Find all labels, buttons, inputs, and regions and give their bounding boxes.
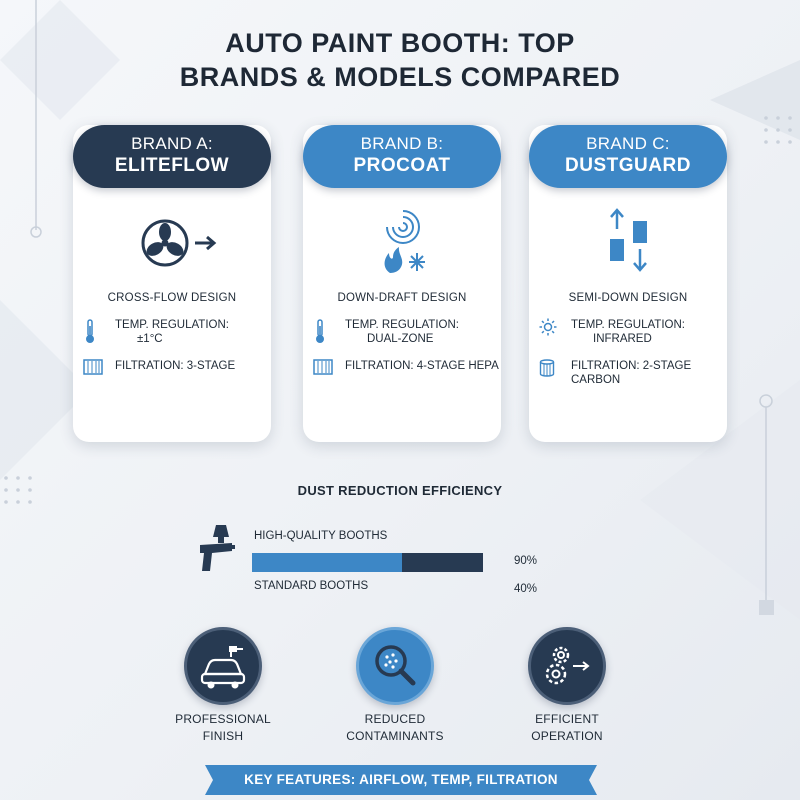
efficiency-title: DUST REDUCTION EFFICIENCY <box>297 483 503 498</box>
brand-card-procoat: BRAND B: PROCOAT DOWN-DRAFT DESIGN TEMP.… <box>303 125 501 442</box>
high-quality-value: 90% <box>514 555 538 567</box>
feature-line-1: EFFICIENT <box>535 712 599 726</box>
thermometer-icon <box>86 319 94 343</box>
temp-label: TEMP. REGULATION: <box>345 319 459 331</box>
brand-header: BRAND C: DUSTGUARD <box>529 125 727 188</box>
temp-label: TEMP. REGULATION: <box>571 319 685 331</box>
ribbon-banner-shape <box>205 765 597 795</box>
brand-label: BRAND A: <box>131 134 213 153</box>
standard-label: STANDARD BOOTHS <box>254 580 369 592</box>
model-name: ELITEFLOW <box>114 155 230 176</box>
filter-icon <box>83 359 103 375</box>
feature-line-2: FINISH <box>202 729 244 743</box>
key-features-ribbon: KEY FEATURES: AIRFLOW, TEMP, FILTRATION <box>205 765 597 795</box>
efficiency-bar-fill <box>252 553 403 572</box>
feature-line-1: PROFESSIONAL <box>175 712 271 726</box>
design-type: CROSS-FLOW DESIGN <box>107 292 237 304</box>
up-down-flow-icon <box>610 208 647 272</box>
temp-value: INFRARED <box>593 333 652 345</box>
filtration-text: FILTRATION: 4-STAGE HEPA <box>345 360 499 372</box>
filter-icon <box>313 359 333 375</box>
feature-label-professional-finish: PROFESSIONAL FINISH <box>153 711 293 745</box>
fan-airflow-icon <box>141 219 217 267</box>
swirl-flame-snowflake-icon <box>384 210 425 273</box>
feature-line-2: CONTAMINANTS <box>346 729 444 743</box>
model-name: DUSTGUARD <box>565 155 691 176</box>
feature-label-efficient-operation: EFFICIENT OPERATION <box>497 711 637 745</box>
temp-value: ±1°C <box>137 333 163 345</box>
brand-label: BRAND C: <box>586 134 670 153</box>
feature-line-1: REDUCED <box>364 712 426 726</box>
sun-icon <box>539 318 557 336</box>
temp-value: DUAL-ZONE <box>367 333 434 345</box>
feature-reduced-contaminants <box>356 627 434 705</box>
feature-line-2: OPERATION <box>531 729 603 743</box>
spray-gun-icon <box>200 525 235 571</box>
design-type: SEMI-DOWN DESIGN <box>568 292 688 304</box>
model-name: PROCOAT <box>353 155 451 176</box>
car-spray-icon <box>200 646 246 689</box>
efficiency-bar <box>252 553 483 572</box>
brand-card-dustguard: BRAND C: DUSTGUARD SEMI-DOWN DESIGN TEMP… <box>529 125 727 442</box>
brand-card-eliteflow: BRAND A: ELITEFLOW CROSS-FLOW DESIGN TEM… <box>73 125 271 442</box>
magnifier-particles-icon <box>375 645 416 686</box>
feature-label-reduced-contaminants: REDUCED CONTAMINANTS <box>325 711 465 745</box>
title-line-2: BRANDS & MODELS COMPARED <box>179 62 621 92</box>
brand-label: BRAND B: <box>360 134 444 153</box>
brand-header: BRAND A: ELITEFLOW <box>73 125 271 188</box>
design-type: DOWN-DRAFT DESIGN <box>337 292 467 304</box>
carbon-filter-icon <box>539 359 555 377</box>
brand-header: BRAND B: PROCOAT <box>303 125 501 188</box>
feature-professional-finish <box>184 627 262 705</box>
high-quality-label: HIGH-QUALITY BOOTHS <box>254 530 388 542</box>
page-title: AUTO PAINT BOOTH: TOP BRANDS & MODELS CO… <box>0 26 800 94</box>
filtration-text: FILTRATION: 2-STAGE CARBON <box>571 360 692 386</box>
thermometer-icon <box>316 319 324 343</box>
feature-efficient-operation <box>528 627 606 705</box>
title-line-1: AUTO PAINT BOOTH: TOP <box>225 28 575 58</box>
ribbon-text: KEY FEATURES: AIRFLOW, TEMP, FILTRATION <box>244 772 558 787</box>
filtration-text: FILTRATION: 3-STAGE <box>115 360 236 372</box>
gears-icon <box>545 646 590 685</box>
temp-label: TEMP. REGULATION: <box>115 319 229 331</box>
standard-value: 40% <box>514 583 538 595</box>
